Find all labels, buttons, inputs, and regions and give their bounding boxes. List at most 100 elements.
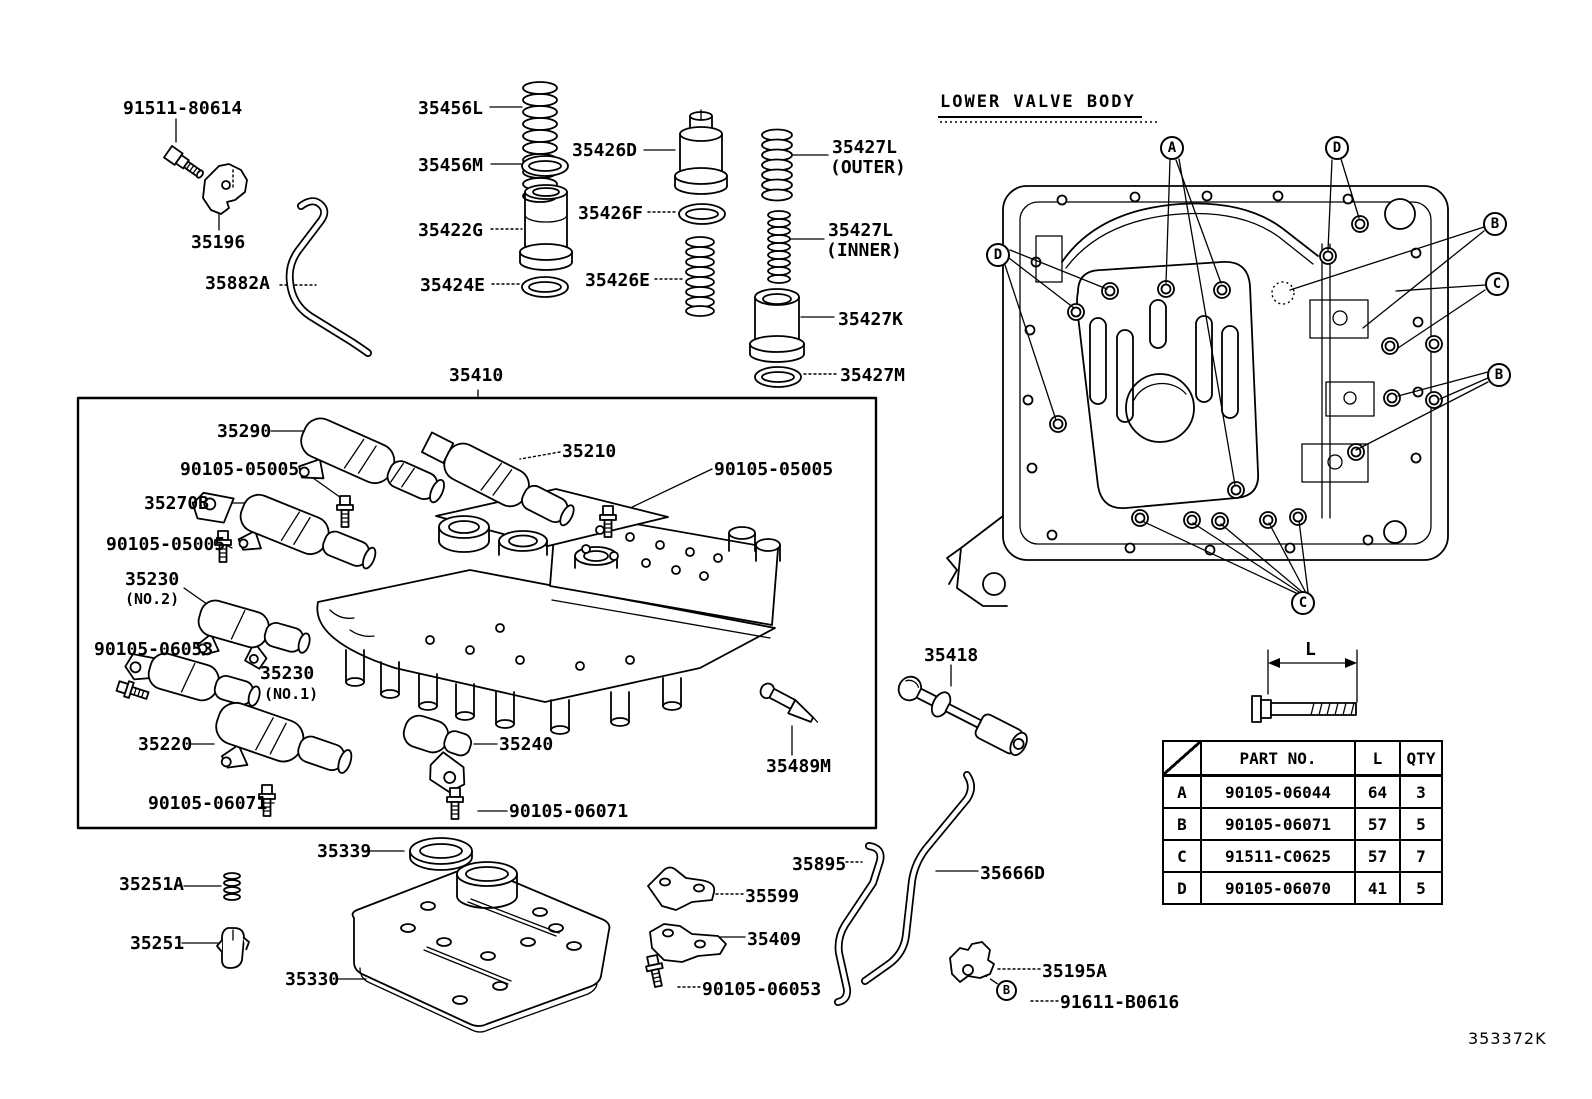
callout-b-right-top: B: [1483, 212, 1507, 236]
label-35426f: 35426F: [578, 203, 644, 224]
bolt-qty: 7: [1399, 839, 1443, 873]
figure-code: 353372K: [1468, 1029, 1547, 1048]
label-35230-no2-note: (NO.2): [125, 590, 180, 608]
pin-35489m-drawing: [759, 682, 819, 723]
label-35882a: 35882A: [205, 273, 271, 294]
label-35456m: 35456M: [418, 155, 484, 176]
label-35220: 35220: [138, 734, 193, 755]
callout-c-right: C: [1485, 272, 1509, 296]
label-90105-06071-2: 90105-06071: [509, 801, 629, 822]
label-35426e: 35426E: [585, 270, 651, 291]
oring-35427m-drawing: [754, 366, 802, 388]
label-35210: 35210: [562, 441, 617, 462]
bolt-qty: 5: [1399, 871, 1443, 905]
bolt-table-row-a: A 90105-06044 64 3: [1162, 774, 1443, 809]
bolt-table-corner-cell: [1162, 740, 1202, 777]
callout-d-top: D: [1325, 136, 1349, 160]
label-35195a: 35195A: [1042, 961, 1108, 982]
bolt-holes: [1049, 215, 1443, 530]
label-35599: 35599: [745, 886, 800, 907]
label-35410: 35410: [449, 365, 504, 386]
label-35895: 35895: [792, 854, 847, 875]
label-90105-06053-1: 90105-06053: [94, 639, 214, 660]
bolt-partno: 90105-06070: [1200, 871, 1356, 905]
damper-35418-drawing: [897, 675, 1028, 756]
label-35230-no1-note: (NO.1): [264, 685, 319, 703]
label-35427l-inner: 35427L: [828, 220, 894, 241]
hose-35895-drawing: [834, 842, 885, 1006]
bolt-length-table: PART NO. L QTY A 90105-06044 64 3 B 9010…: [1162, 740, 1443, 905]
label-35489m: 35489M: [766, 756, 832, 777]
bolt-key: B: [1162, 807, 1202, 841]
label-35422g: 35422G: [418, 220, 484, 241]
piston-35426d-drawing: [674, 109, 728, 195]
spring-35426e-drawing: [685, 236, 715, 317]
bolt-table-col-length: L: [1354, 740, 1401, 777]
label-35666d: 35666D: [980, 863, 1046, 884]
label-35424e: 35424E: [420, 275, 486, 296]
bolt-table-row-d: D 90105-06070 41 5: [1162, 871, 1443, 905]
label-90105-05005-3: 90105-05005: [714, 459, 834, 480]
label-35230-no1: 35230: [260, 663, 315, 684]
bolt-key: A: [1162, 774, 1202, 809]
label-35240: 35240: [499, 734, 554, 755]
piston-35427k-drawing: [749, 288, 805, 363]
callout-c-bottom: C: [1291, 591, 1315, 615]
lower-valve-body-drawing: [946, 158, 1489, 607]
callout-d-left: D: [986, 243, 1010, 267]
bracket-35409-drawing: [649, 923, 727, 963]
bolt-partno: 90105-06071: [1200, 807, 1356, 841]
tube-35882a-drawing: [285, 197, 372, 357]
oring-35424e-drawing: [521, 276, 569, 298]
solenoid-35230-no2-drawing: [196, 599, 311, 670]
projection-lines: [240, 490, 898, 766]
bolt-partno: 90105-06044: [1200, 774, 1356, 809]
bolt-table-row-b: B 90105-06071 57 5: [1162, 807, 1443, 841]
bolt-qty: 3: [1399, 774, 1443, 809]
solenoid-35270b-drawing: [191, 491, 377, 570]
label-dimension-l: L: [1305, 639, 1316, 660]
bolt-length: 64: [1354, 774, 1401, 809]
valve-body-assembly-drawing: [316, 488, 781, 735]
label-35426d: 35426D: [572, 140, 638, 161]
callout-b-91611: B: [996, 980, 1017, 1001]
bolt-table-row-c: C 91511-C0625 57 7: [1162, 839, 1443, 873]
gasket-35339-drawing: [409, 837, 473, 871]
spring-35427l-inner-drawing: [767, 210, 791, 284]
solenoid-35210-drawing: [421, 431, 575, 527]
callout-b-right-bottom: B: [1487, 363, 1511, 387]
solenoid-35230-no1-drawing: [124, 652, 261, 707]
bolt-length: 57: [1354, 807, 1401, 841]
bolt-length: 41: [1354, 871, 1401, 905]
bolt-key: D: [1162, 871, 1202, 905]
label-90105-05005-1: 90105-05005: [180, 459, 300, 480]
spring-35456l-drawing: [522, 81, 558, 203]
label-35427l-inner-note: (INNER): [826, 240, 902, 261]
bracket-35599-drawing: [647, 866, 716, 911]
clamp-35195a-drawing: [949, 941, 995, 983]
section-title: LOWER VALVE BODY: [938, 92, 1142, 118]
label-35330: 35330: [285, 969, 340, 990]
piston-35422g-drawing: [519, 184, 573, 271]
kit-box-35410: [76, 396, 878, 830]
label-91511-80614: 91511-80614: [123, 98, 243, 119]
label-91611-b0616: 91611-B0616: [1060, 992, 1180, 1013]
label-35427l-outer: 35427L: [832, 137, 898, 158]
solenoid-35290-drawing: [298, 417, 445, 504]
bolt-qty: 5: [1399, 807, 1443, 841]
strainer-35330-drawing: [351, 861, 611, 1033]
label-35409: 35409: [747, 929, 802, 950]
oring-35456m-drawing: [521, 155, 569, 177]
solenoid-35220-drawing: [215, 701, 353, 774]
label-35456l: 35456L: [418, 98, 484, 119]
label-35251: 35251: [130, 933, 185, 954]
bolt-table-col-qty: QTY: [1399, 740, 1443, 777]
label-35251a: 35251A: [119, 874, 185, 895]
plug-35251-drawing: [216, 927, 250, 969]
callout-leaders: [1004, 158, 1489, 594]
spring-35427l-outer-drawing: [761, 128, 793, 202]
sensor-91511-drawing: [163, 145, 204, 179]
label-35339: 35339: [317, 841, 372, 862]
label-35270b: 35270B: [144, 493, 210, 514]
